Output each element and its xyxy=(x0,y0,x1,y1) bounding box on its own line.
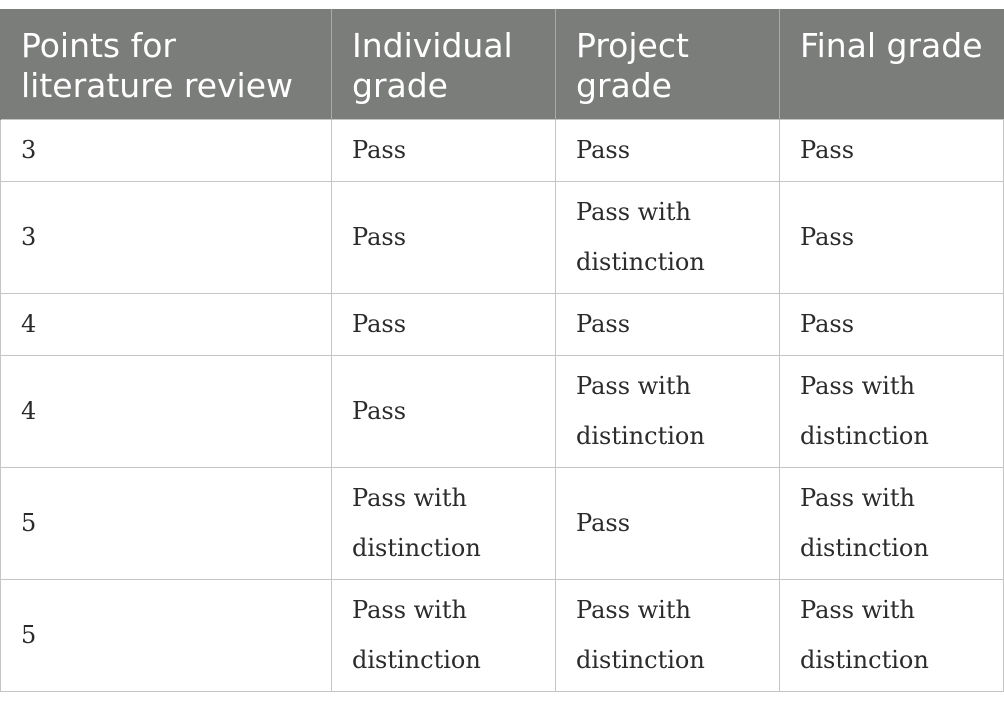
cell-project-grade: Pass xyxy=(555,118,780,182)
cell-individual-grade: Pass with distinction xyxy=(331,466,556,580)
cell-points: 4 xyxy=(0,292,332,356)
table-row: 4 Pass Pass with distinction Pass with d… xyxy=(0,354,1004,468)
cell-final-grade: Pass xyxy=(779,118,1004,182)
table-row: 5 Pass with distinction Pass Pass with d… xyxy=(0,466,1004,580)
table-row: 4 Pass Pass Pass xyxy=(0,292,1004,356)
cell-individual-grade: Pass xyxy=(331,292,556,356)
header-project-grade: Project grade xyxy=(555,9,780,119)
table-row: 5 Pass with distinction Pass with distin… xyxy=(0,578,1004,692)
cell-project-grade: Pass with distinction xyxy=(555,354,780,468)
header-final-grade: Final grade xyxy=(779,9,1004,119)
cell-project-grade: Pass xyxy=(555,292,780,356)
header-individual-grade: Individual grade xyxy=(331,9,556,119)
cell-project-grade: Pass with distinction xyxy=(555,180,780,294)
grading-table: Points for literature review Individual … xyxy=(0,9,1004,692)
cell-final-grade: Pass xyxy=(779,292,1004,356)
cell-final-grade: Pass xyxy=(779,180,1004,294)
cell-individual-grade: Pass xyxy=(331,354,556,468)
cell-points: 3 xyxy=(0,180,332,294)
table-row: 3 Pass Pass Pass xyxy=(0,118,1004,182)
cell-individual-grade: Pass xyxy=(331,180,556,294)
cell-points: 4 xyxy=(0,354,332,468)
cell-final-grade: Pass with distinction xyxy=(779,578,1004,692)
table-row: 3 Pass Pass with distinction Pass xyxy=(0,180,1004,294)
header-points: Points for literature review xyxy=(0,9,332,119)
cell-final-grade: Pass with distinction xyxy=(779,466,1004,580)
cell-points: 5 xyxy=(0,466,332,580)
cell-project-grade: Pass xyxy=(555,466,780,580)
cell-project-grade: Pass with distinction xyxy=(555,578,780,692)
cell-points: 3 xyxy=(0,118,332,182)
cell-individual-grade: Pass xyxy=(331,118,556,182)
table-header-row: Points for literature review Individual … xyxy=(0,9,1004,119)
cell-individual-grade: Pass with distinction xyxy=(331,578,556,692)
cell-points: 5 xyxy=(0,578,332,692)
cell-final-grade: Pass with distinction xyxy=(779,354,1004,468)
